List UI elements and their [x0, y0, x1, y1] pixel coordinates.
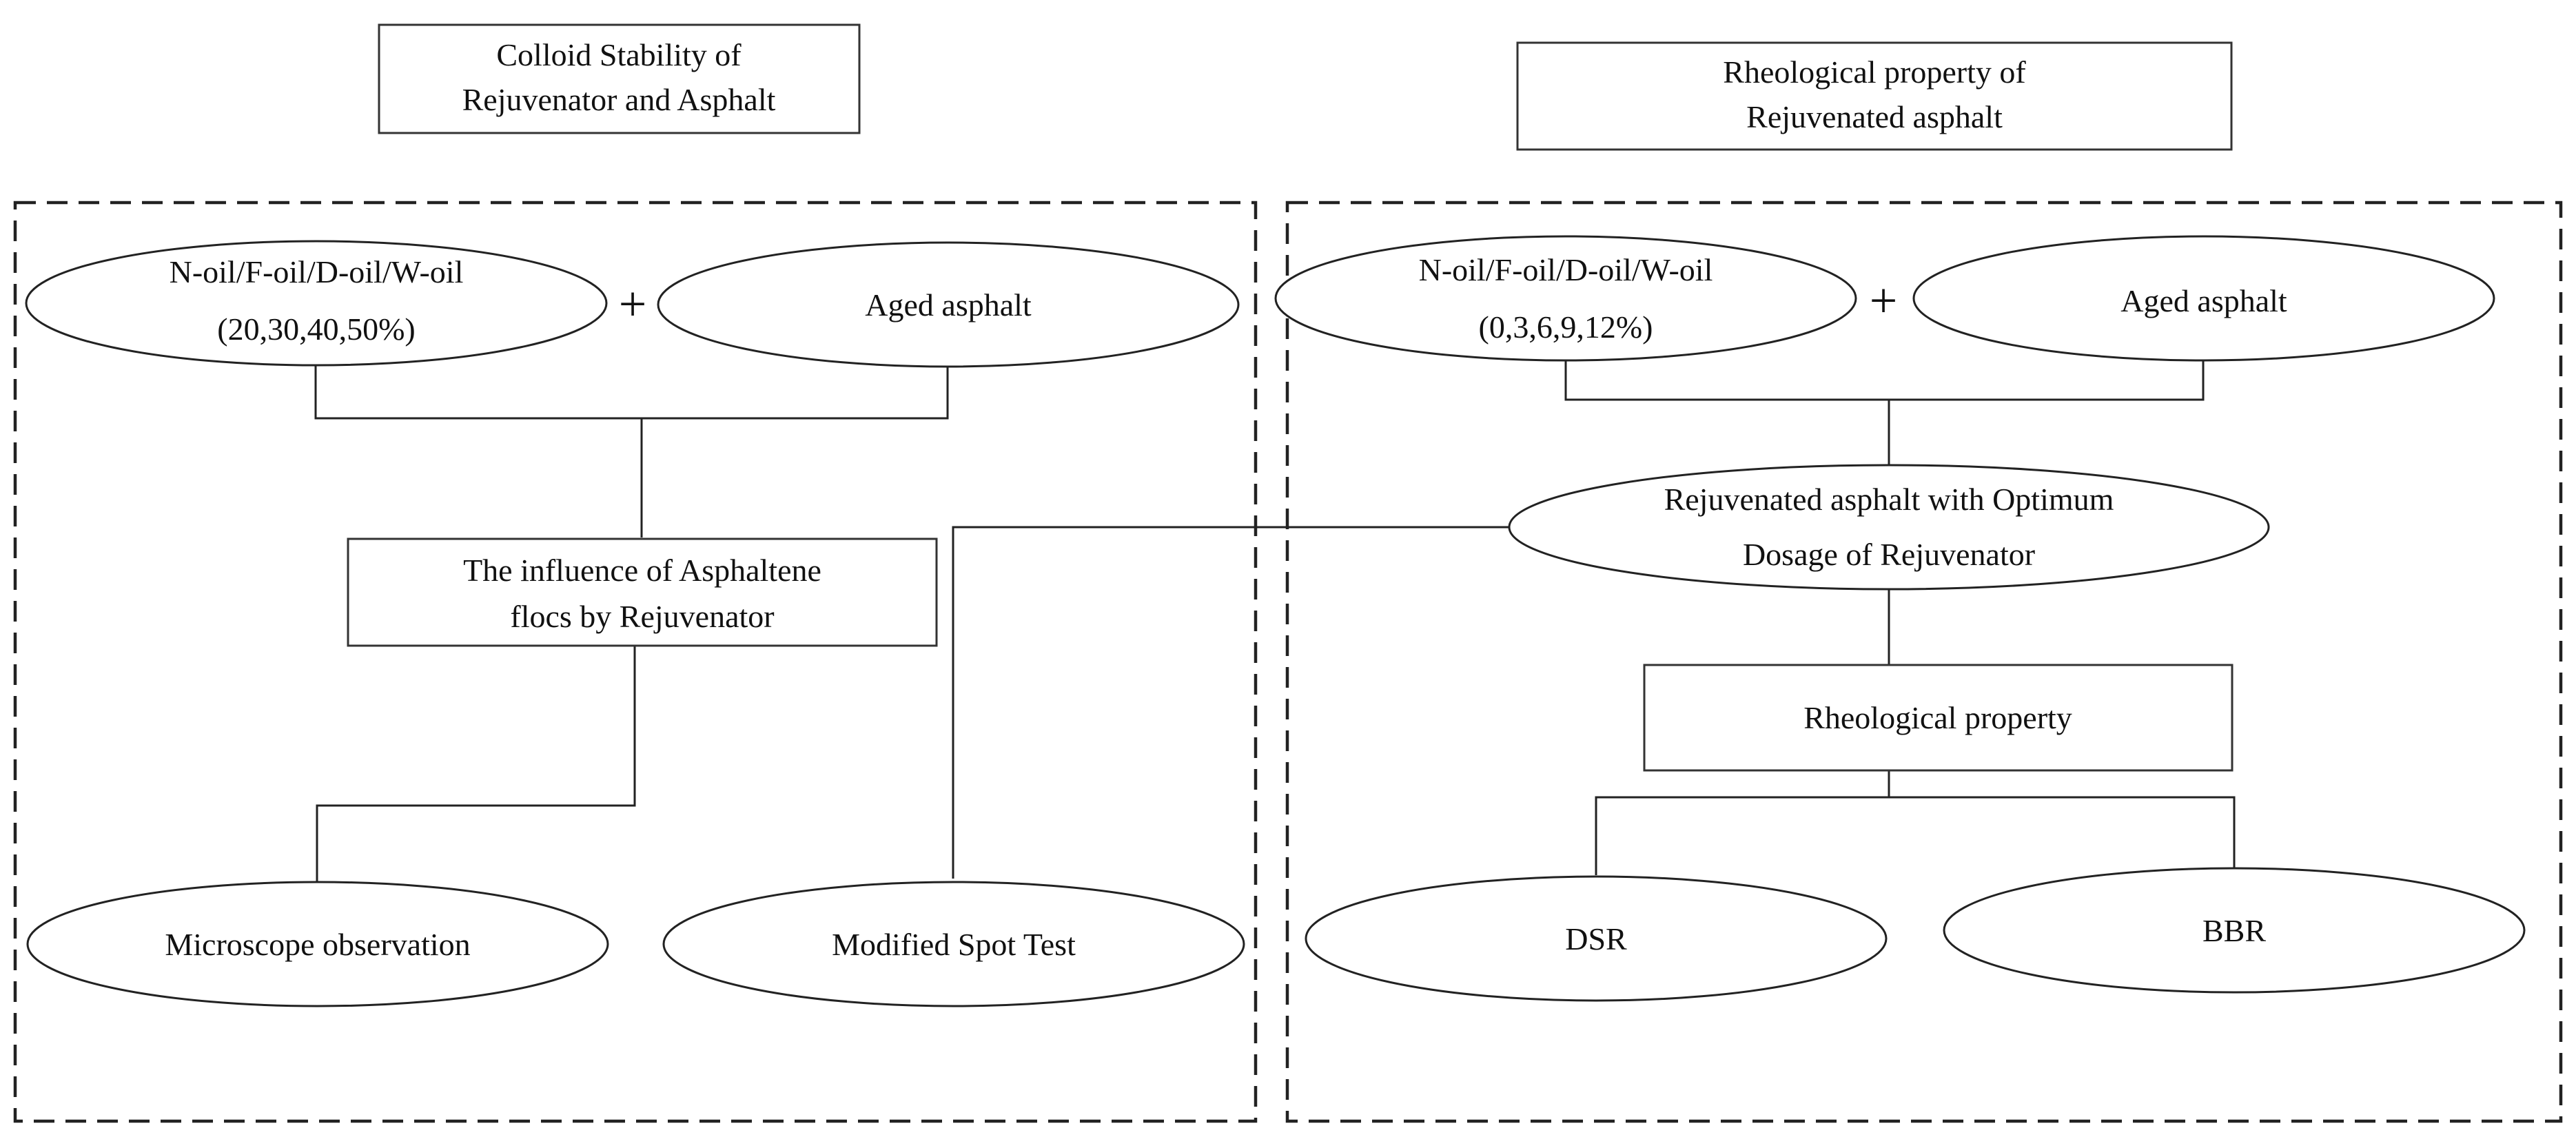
- rheological-property-box: Rheological property: [1643, 664, 2233, 772]
- left-oils-line-1: N-oil/F-oil/D-oil/W-oil: [170, 254, 464, 289]
- influence-box: The influence of Asphaltene flocs by Rej…: [347, 537, 938, 647]
- right-aged-asphalt-ellipse: Aged asphalt: [1912, 235, 2495, 362]
- optimum-line-2: Dosage of Rejuvenator: [1743, 537, 2035, 572]
- connector-left-inputs: [314, 363, 949, 420]
- left-title-line-1: Colloid Stability of: [496, 37, 742, 72]
- left-aged-asphalt-ellipse: Aged asphalt: [657, 241, 1240, 368]
- right-plus-sign: +: [1870, 273, 1898, 328]
- right-panel-frame: [1285, 201, 2563, 1123]
- right-aged-label: Aged asphalt: [2120, 283, 2287, 318]
- optimum-dosage-ellipse: Rejuvenated asphalt with Optimum Dosage …: [1508, 464, 2270, 591]
- optimum-line-1: Rejuvenated asphalt with Optimum: [1664, 482, 2114, 517]
- influence-line-1: The influence of Asphaltene: [463, 553, 821, 588]
- left-panel-frame: [13, 201, 1258, 1123]
- right-title-box: Rheological property of Rejuvenated asph…: [1516, 41, 2233, 151]
- rheo-label: Rheological property: [1803, 700, 2072, 735]
- connector-spot-to-optimum: [952, 526, 1516, 879]
- connector-rheo-to-bbr: [1889, 796, 2236, 868]
- connector-influence-to-microscope: [316, 646, 636, 882]
- right-title-line-1: Rheological property of: [1723, 54, 2026, 90]
- microscope-label: Microscope observation: [165, 927, 470, 962]
- right-title-line-2: Rejuvenated asphalt: [1746, 99, 2003, 134]
- right-oils-line-2: (0,3,6,9,12%): [1479, 309, 1653, 345]
- bbr-ellipse: BBR: [1943, 867, 2526, 994]
- connector-rheo-to-tests: [1595, 770, 1890, 875]
- connector-right-inputs: [1564, 358, 2205, 401]
- left-plus-sign: +: [619, 276, 647, 331]
- dsr-ellipse: DSR: [1305, 875, 1888, 1002]
- spot-test-ellipse: Modified Spot Test: [662, 881, 1245, 1007]
- microscope-ellipse: Microscope observation: [26, 881, 609, 1007]
- right-oils-ellipse: N-oil/F-oil/D-oil/W-oil (0,3,6,9,12%): [1274, 235, 1857, 362]
- left-oils-ellipse: N-oil/F-oil/D-oil/W-oil (20,30,40,50%): [25, 240, 608, 367]
- connectors: [314, 358, 2236, 882]
- right-oils-line-1: N-oil/F-oil/D-oil/W-oil: [1419, 252, 1713, 287]
- left-aged-label: Aged asphalt: [865, 287, 1032, 322]
- left-oils-line-2: (20,30,40,50%): [217, 311, 415, 347]
- influence-line-2: flocs by Rejuvenator: [510, 599, 774, 634]
- left-title-box: Colloid Stability of Rejuvenator and Asp…: [378, 23, 861, 134]
- spot-test-label: Modified Spot Test: [832, 927, 1076, 962]
- dsr-label: DSR: [1565, 921, 1627, 956]
- left-title-line-2: Rejuvenator and Asphalt: [462, 82, 776, 117]
- bbr-label: BBR: [2202, 913, 2266, 948]
